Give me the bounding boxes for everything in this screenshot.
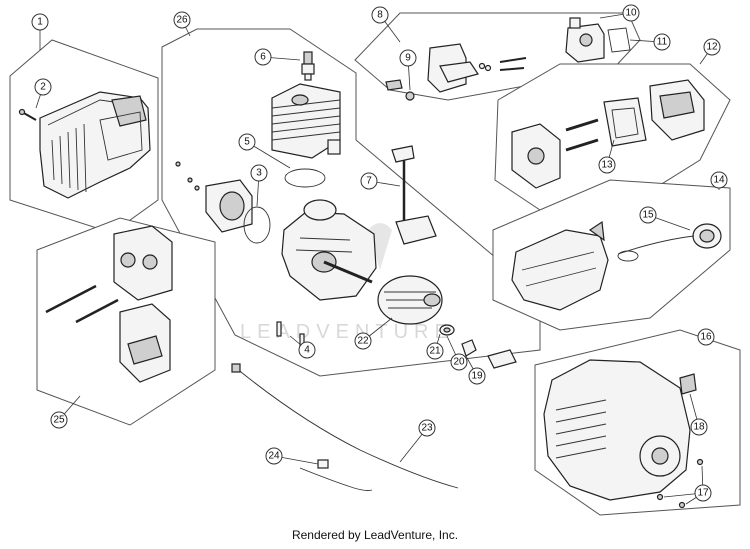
callout-8: 8 bbox=[371, 6, 389, 24]
callout-25: 25 bbox=[50, 411, 68, 429]
svg-text:4: 4 bbox=[304, 345, 310, 356]
callout-9: 9 bbox=[399, 49, 417, 67]
spark-plug-part bbox=[301, 51, 315, 81]
fuel-tank-part bbox=[511, 220, 609, 311]
callout-16: 16 bbox=[697, 328, 715, 346]
screws-part-17 bbox=[656, 458, 704, 509]
svg-text:26: 26 bbox=[176, 15, 188, 26]
svg-text:1: 1 bbox=[37, 17, 43, 28]
svg-text:17: 17 bbox=[697, 488, 709, 499]
throttle-cable-part bbox=[231, 363, 459, 489]
callout-22: 22 bbox=[354, 332, 372, 350]
fuel-line-part bbox=[617, 235, 695, 262]
callout-7: 7 bbox=[360, 172, 378, 190]
muffler-bolts-part bbox=[45, 284, 119, 324]
svg-text:19: 19 bbox=[471, 371, 483, 382]
callout-20: 20 bbox=[450, 353, 468, 371]
callout-17: 17 bbox=[694, 484, 712, 502]
callout-23: 23 bbox=[418, 419, 436, 437]
callout-24: 24 bbox=[265, 447, 283, 465]
cylinder-gasket-part bbox=[284, 168, 326, 188]
air-filter-cover-part bbox=[39, 91, 151, 199]
svg-text:14: 14 bbox=[713, 175, 725, 186]
intake-bracket-part bbox=[427, 43, 479, 93]
switch-part-18 bbox=[679, 373, 697, 395]
render-credit: Rendered by LeadVenture, Inc. bbox=[291, 528, 459, 542]
callout-12: 12 bbox=[703, 38, 721, 56]
callout-15: 15 bbox=[639, 206, 657, 224]
svg-text:3: 3 bbox=[256, 168, 262, 179]
svg-text:23: 23 bbox=[421, 423, 433, 434]
callout-3: 3 bbox=[250, 164, 268, 182]
callout-1: 1 bbox=[31, 13, 49, 31]
carburetor-part bbox=[565, 17, 605, 63]
callout-10: 10 bbox=[622, 4, 640, 22]
flywheel-part bbox=[377, 275, 443, 325]
callout-21: 21 bbox=[426, 342, 444, 360]
svg-text:15: 15 bbox=[642, 210, 654, 221]
svg-text:20: 20 bbox=[453, 357, 465, 368]
svg-text:22: 22 bbox=[357, 336, 369, 347]
muffler-shield-part bbox=[113, 225, 173, 301]
callout-18: 18 bbox=[690, 418, 708, 436]
engine-housing-part bbox=[543, 359, 691, 501]
screw-part-2 bbox=[18, 108, 37, 121]
svg-text:8: 8 bbox=[377, 10, 383, 21]
screws-part-26 bbox=[175, 161, 200, 191]
svg-text:10: 10 bbox=[625, 8, 637, 19]
nut-part bbox=[461, 339, 477, 357]
svg-text:21: 21 bbox=[429, 346, 441, 357]
svg-text:16: 16 bbox=[700, 332, 712, 343]
callout-14: 14 bbox=[710, 171, 728, 189]
fuel-cap-part bbox=[692, 223, 722, 249]
svg-text:6: 6 bbox=[260, 52, 266, 63]
starter-cup-part bbox=[205, 179, 253, 233]
svg-text:2: 2 bbox=[40, 82, 46, 93]
filter-bolts-part bbox=[565, 118, 599, 152]
callout-2: 2 bbox=[34, 78, 52, 96]
bearing-washer-part bbox=[439, 324, 455, 336]
svg-text:13: 13 bbox=[601, 160, 613, 171]
muffler-part bbox=[119, 303, 171, 383]
air-filter-element-part bbox=[603, 97, 647, 147]
crankcase-part bbox=[281, 199, 377, 301]
bolts-part-4 bbox=[276, 321, 305, 349]
ignition-wire-part bbox=[299, 459, 373, 491]
throttle-lever-part bbox=[391, 145, 437, 245]
callout-26: 26 bbox=[173, 11, 191, 29]
carburetor-gasket-part bbox=[607, 27, 631, 53]
svg-text:24: 24 bbox=[268, 451, 280, 462]
svg-text:5: 5 bbox=[244, 137, 250, 148]
callout-13: 13 bbox=[598, 156, 616, 174]
air-filter-base-part bbox=[511, 123, 561, 189]
cylinder-part bbox=[271, 83, 341, 159]
svg-text:25: 25 bbox=[53, 415, 65, 426]
air-filter-cover-part-12 bbox=[649, 79, 705, 141]
svg-text:7: 7 bbox=[366, 176, 372, 187]
o-ring-part bbox=[243, 206, 271, 244]
svg-text:LEADVENTURE: LEADVENTURE bbox=[240, 321, 454, 343]
callout-19: 19 bbox=[468, 367, 486, 385]
svg-text:9: 9 bbox=[405, 53, 411, 64]
svg-text:18: 18 bbox=[693, 422, 705, 433]
sleeve-part bbox=[487, 349, 517, 369]
svg-text:11: 11 bbox=[657, 37, 668, 48]
callout-6: 6 bbox=[254, 48, 272, 66]
callout-11: 11 bbox=[653, 33, 671, 51]
callout-5: 5 bbox=[238, 133, 256, 151]
intake-fittings-part bbox=[385, 57, 527, 101]
callout-4: 4 bbox=[298, 341, 316, 359]
svg-text:12: 12 bbox=[706, 42, 718, 53]
